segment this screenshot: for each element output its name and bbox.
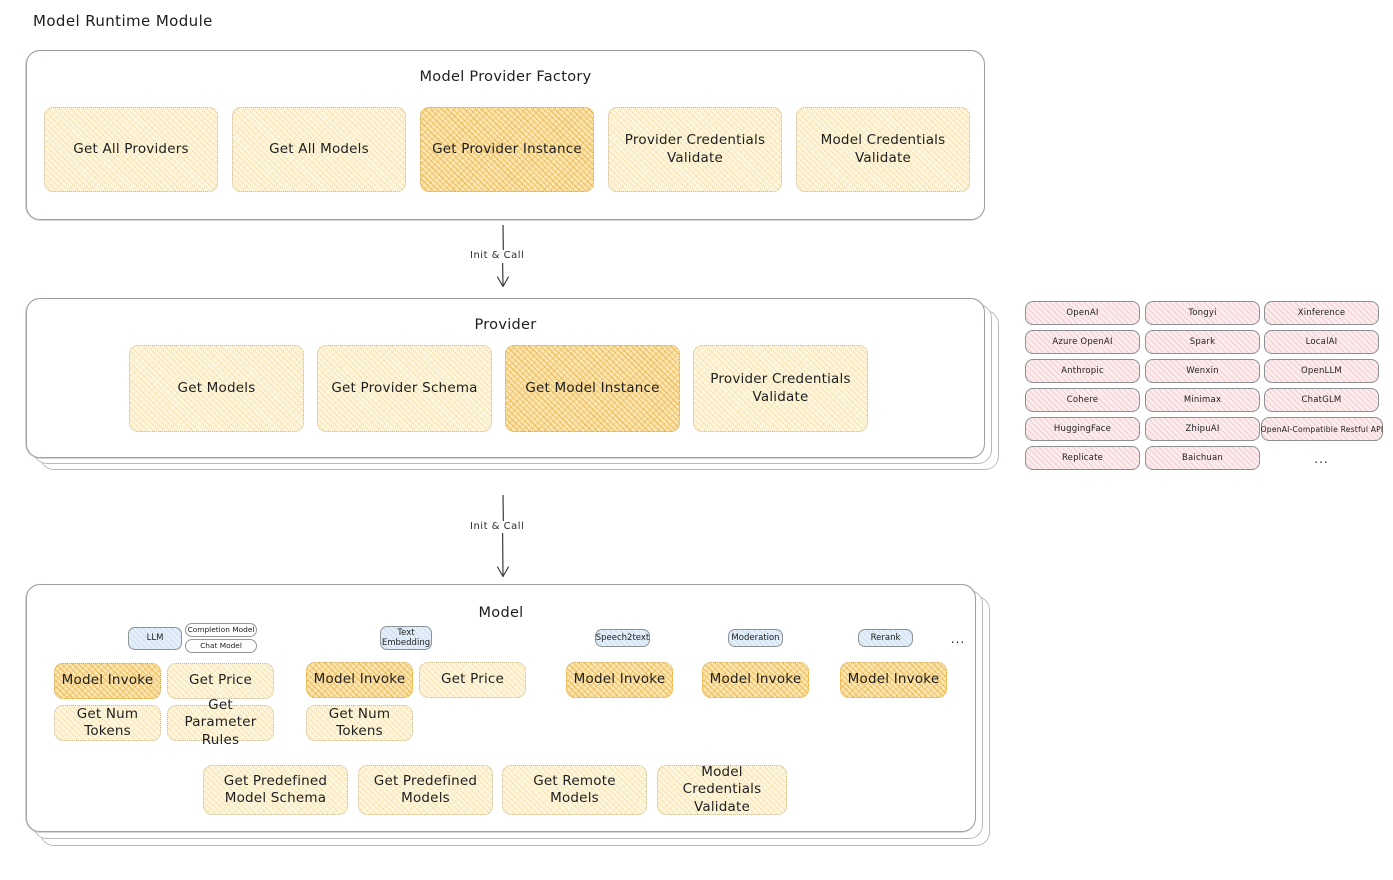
provider-chip-openai[interactable]: OpenAI [1025, 301, 1140, 325]
llm-op-model-invoke[interactable]: Model Invoke [54, 663, 161, 699]
factory-op-get-provider-instance[interactable]: Get Provider Instance [420, 107, 594, 192]
page-title: Model Runtime Module [33, 12, 213, 30]
speech2text-op-model-invoke[interactable]: Model Invoke [566, 662, 673, 698]
factory-op-get-all-providers[interactable]: Get All Providers [44, 107, 218, 192]
provider-chip-anthropic[interactable]: Anthropic [1025, 359, 1140, 383]
model-op-get-predefined-models[interactable]: Get Predefined Models [358, 765, 493, 815]
model-subtype-chat-model[interactable]: Chat Model [185, 639, 257, 653]
provider-list-more-ellipsis: ... [1314, 452, 1329, 466]
llm-op-get-num-tokens[interactable]: Get Num Tokens [54, 705, 161, 741]
provider-title: Provider [474, 317, 537, 333]
provider-chip-tongyi[interactable]: Tongyi [1145, 301, 1260, 325]
moderation-op-model-invoke[interactable]: Model Invoke [702, 662, 809, 698]
arrow-1-label: Init & Call [467, 250, 528, 261]
provider-chip-localai[interactable]: LocalAI [1264, 330, 1379, 354]
text-embedding-op-get-price[interactable]: Get Price [419, 662, 526, 698]
arrow-2-icon [496, 494, 509, 578]
rerank-op-model-invoke[interactable]: Model Invoke [840, 662, 947, 698]
model-type-tag-rerank[interactable]: Rerank [858, 629, 913, 647]
provider-chip-wenxin[interactable]: Wenxin [1145, 359, 1260, 383]
provider-chip-xinference[interactable]: Xinference [1264, 301, 1379, 325]
provider-chip-openllm[interactable]: OpenLLM [1264, 359, 1379, 383]
model-op-get-predefined-model-schema[interactable]: Get Predefined Model Schema [203, 765, 348, 815]
model-type-tag-text-embedding[interactable]: Text Embedding [380, 626, 432, 650]
arrow-factory-to-provider: Init & Call [467, 224, 528, 293]
factory-op-provider-credentials-validate[interactable]: Provider Credentials Validate [608, 107, 782, 192]
text-embedding-op-model-invoke[interactable]: Model Invoke [306, 662, 413, 698]
arrow-provider-to-model: Init & Call [467, 494, 528, 583]
provider-chip-openai-compatible-restful-api[interactable]: OpenAI-Compatible Restful API [1261, 417, 1383, 441]
provider-op-get-model-instance[interactable]: Get Model Instance [505, 345, 680, 432]
provider-chip-huggingface[interactable]: HuggingFace [1025, 417, 1140, 441]
provider-chip-chatglm[interactable]: ChatGLM [1264, 388, 1379, 412]
model-title: Model [478, 605, 524, 621]
provider-op-get-models[interactable]: Get Models [129, 345, 304, 432]
provider-chip-azure-openai[interactable]: Azure OpenAI [1025, 330, 1140, 354]
model-type-tag-moderation[interactable]: Moderation [728, 629, 783, 647]
factory-op-model-credentials-validate[interactable]: Model Credentials Validate [796, 107, 970, 192]
llm-op-get-parameter-rules[interactable]: Get Parameter Rules [167, 697, 274, 748]
model-type-tag-llm[interactable]: LLM [128, 627, 182, 650]
model-type-tag-speech2text[interactable]: Speech2text [595, 629, 650, 647]
arrow-2-label: Init & Call [467, 521, 528, 532]
provider-chip-minimax[interactable]: Minimax [1145, 388, 1260, 412]
factory-title: Model Provider Factory [419, 69, 592, 85]
provider-chip-cohere[interactable]: Cohere [1025, 388, 1140, 412]
provider-chip-baichuan[interactable]: Baichuan [1145, 446, 1260, 470]
model-types-more-ellipsis: ... [950, 632, 966, 646]
model-op-model-credentials-validate[interactable]: Model Credentials Validate [657, 764, 787, 815]
factory-op-get-all-models[interactable]: Get All Models [232, 107, 406, 192]
text-embedding-op-get-num-tokens[interactable]: Get Num Tokens [306, 705, 413, 741]
model-subtype-completion-model[interactable]: Completion Model [185, 623, 257, 637]
provider-chip-replicate[interactable]: Replicate [1025, 446, 1140, 470]
provider-op-provider-credentials-validate[interactable]: Provider Credentials Validate [693, 345, 868, 432]
provider-op-get-provider-schema[interactable]: Get Provider Schema [317, 345, 492, 432]
llm-op-get-price[interactable]: Get Price [167, 663, 274, 699]
provider-chip-zhipuai[interactable]: ZhipuAI [1145, 417, 1260, 441]
model-op-get-remote-models[interactable]: Get Remote Models [502, 765, 647, 815]
provider-chip-spark[interactable]: Spark [1145, 330, 1260, 354]
